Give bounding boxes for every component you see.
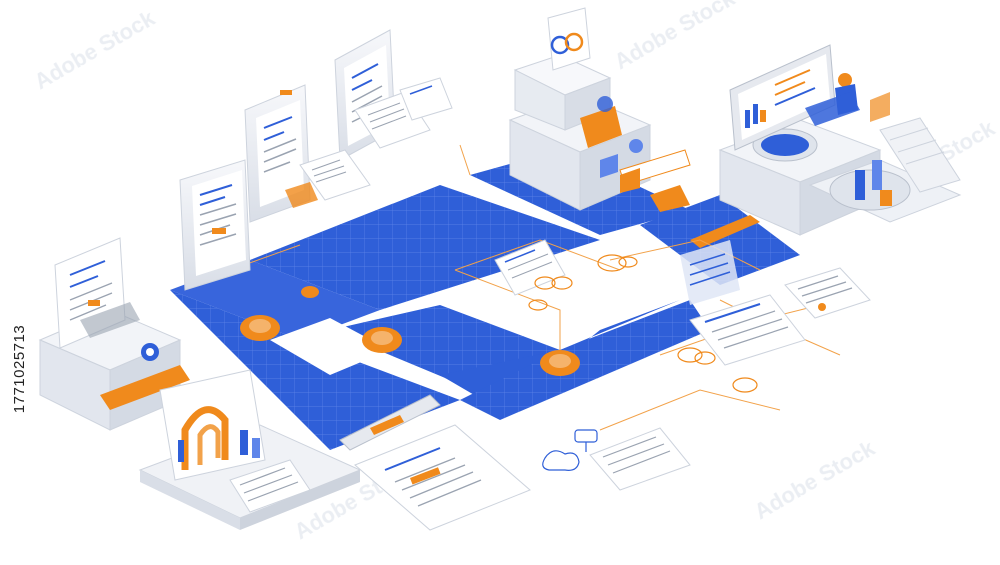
watermark-text: Adobe Stock — [30, 5, 160, 94]
node-icon — [528, 299, 548, 311]
printer-machine — [508, 7, 691, 211]
stock-image-id: 1771025713 — [11, 324, 28, 414]
gauge-icon — [550, 35, 570, 55]
orange-strip — [690, 215, 760, 248]
orange-token — [240, 315, 280, 341]
node-icon — [597, 254, 638, 272]
chart-platform — [138, 369, 362, 530]
orange-strip — [100, 365, 190, 410]
orange-token — [362, 327, 402, 353]
watermark-text: Adobe Stock — [750, 435, 880, 524]
orange-strip — [650, 185, 690, 212]
node-icon — [534, 276, 573, 290]
document-stack-left — [179, 29, 453, 291]
document-sheet — [339, 394, 531, 531]
node-icons — [528, 254, 758, 471]
orange-token — [301, 286, 319, 298]
node-icon — [732, 377, 758, 393]
chart-icon — [181, 406, 229, 470]
node-icon — [677, 347, 716, 365]
person-icon — [838, 73, 852, 87]
cloud-icon — [542, 450, 580, 471]
paper-output — [580, 106, 622, 148]
watermark-text: Adobe Stock — [610, 0, 740, 74]
orange-token — [540, 350, 580, 376]
document-sheet — [494, 239, 871, 491]
node-icon — [574, 429, 598, 452]
workstation-machine — [718, 44, 962, 236]
gauge-icon — [564, 32, 584, 52]
